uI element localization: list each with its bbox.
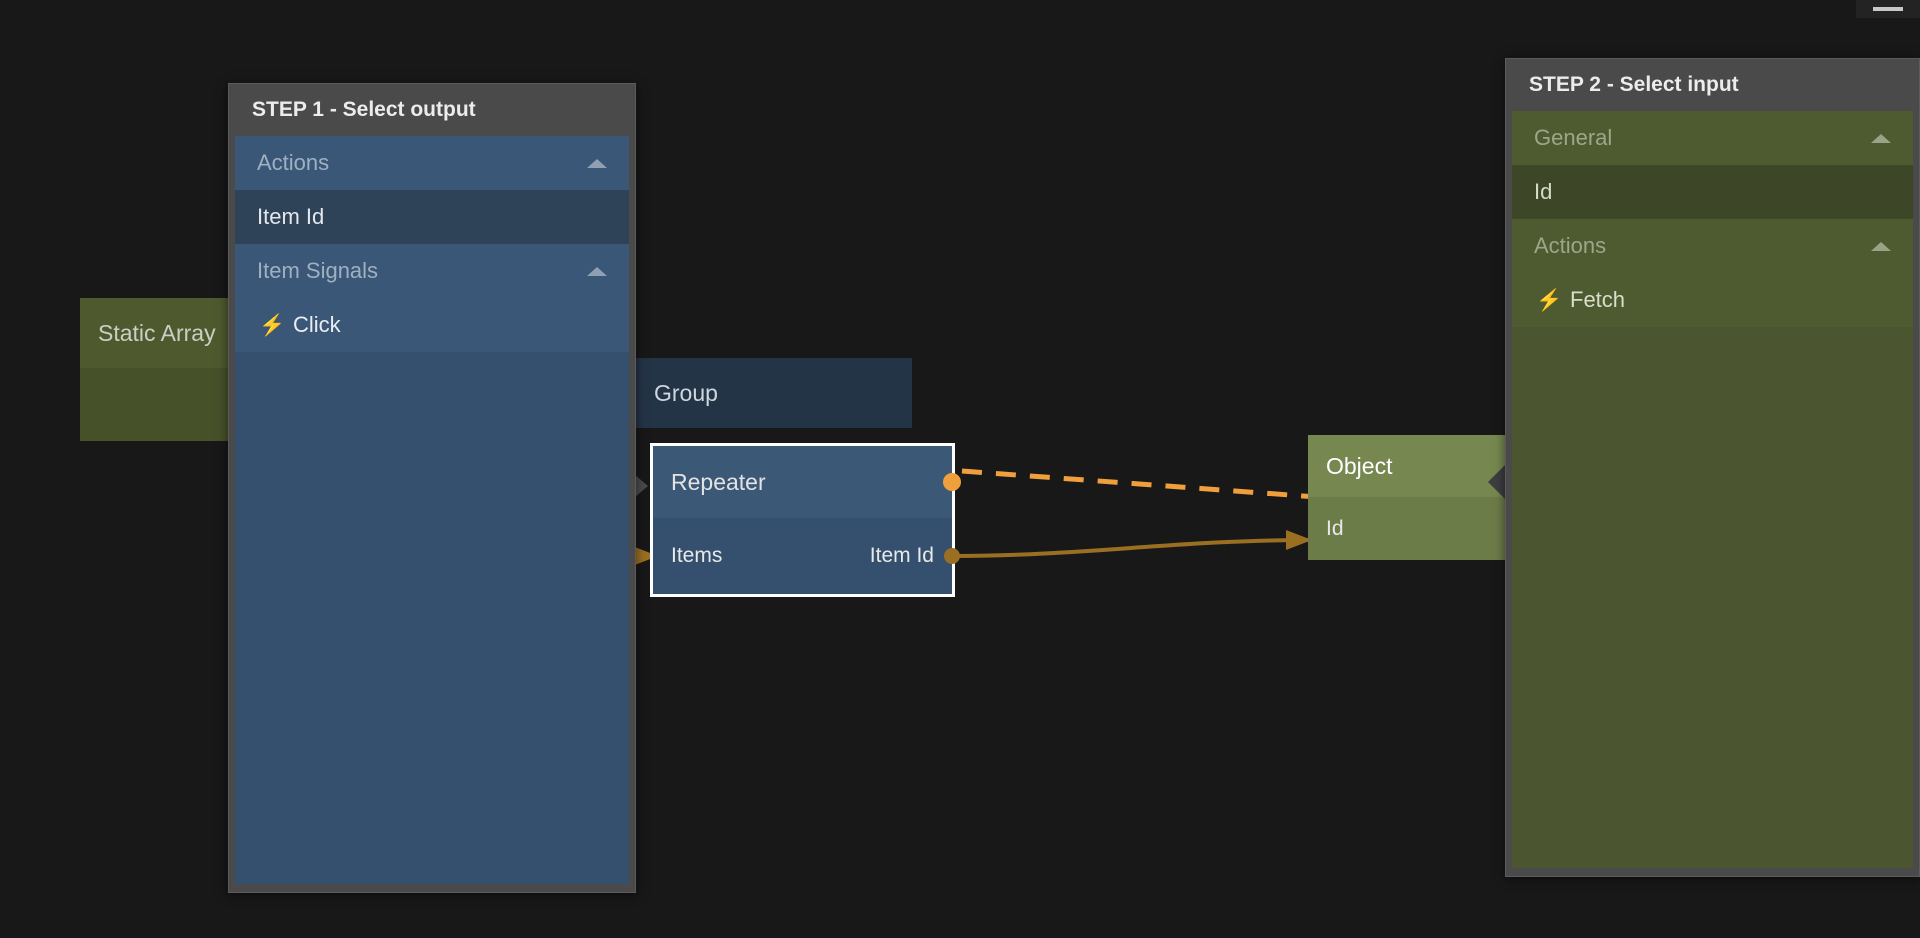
- node-repeater-title: Repeater: [653, 446, 952, 518]
- step1-item-item-id[interactable]: Item Id: [235, 190, 629, 244]
- step2-select-input-panel[interactable]: STEP 2 - Select input General Id Actions…: [1505, 58, 1920, 877]
- step1-list-empty-area: [235, 352, 629, 884]
- step1-item-click[interactable]: ⚡ Click: [235, 298, 629, 352]
- wire-itemid-to-id: [954, 538, 1309, 558]
- lightning-bolt-icon: ⚡: [259, 313, 286, 337]
- step2-item-fetch[interactable]: ⚡ Fetch: [1512, 273, 1913, 327]
- step1-group-item-signals[interactable]: Item Signals: [235, 244, 629, 298]
- step2-input-list[interactable]: General Id Actions ⚡ Fetch: [1512, 111, 1913, 868]
- node-object-output-notch: [1488, 465, 1505, 499]
- port-repeater-itemid-out[interactable]: [944, 548, 960, 564]
- node-object-port-row: Id: [1308, 497, 1505, 560]
- node-repeater-input-label: Items: [671, 544, 723, 567]
- step1-group-actions[interactable]: Actions: [235, 136, 629, 190]
- step2-group-actions-label: Actions: [1534, 233, 1607, 258]
- minimize-bar-icon: [1873, 7, 1903, 11]
- step2-panel-title: STEP 2 - Select input: [1529, 73, 1739, 96]
- step2-list-empty-area: [1512, 327, 1913, 868]
- step1-output-list[interactable]: Actions Item Id Item Signals ⚡ Click: [235, 136, 629, 884]
- node-object-input-label: Id: [1326, 516, 1344, 540]
- step2-group-general[interactable]: General: [1512, 111, 1913, 165]
- step1-panel-title: STEP 1 - Select output: [252, 98, 476, 121]
- chevron-up-icon[interactable]: [1871, 241, 1891, 251]
- step1-group-actions-label: Actions: [257, 150, 330, 175]
- step1-group-item-signals-label: Item Signals: [257, 258, 379, 283]
- step1-item-click-label: Click: [293, 312, 341, 337]
- node-object[interactable]: Object Id: [1308, 435, 1505, 560]
- node-repeater-output-label: Item Id: [869, 544, 934, 567]
- step2-item-fetch-label: Fetch: [1570, 287, 1626, 312]
- step2-item-id-label: Id: [1534, 179, 1553, 204]
- step2-item-id[interactable]: Id: [1512, 165, 1913, 219]
- lightning-bolt-icon: ⚡: [1536, 288, 1563, 312]
- port-repeater-signal-out[interactable]: [943, 473, 961, 491]
- node-group[interactable]: Group: [636, 358, 912, 428]
- step2-group-actions[interactable]: Actions: [1512, 219, 1913, 273]
- node-repeater[interactable]: Repeater Items Item Id: [628, 443, 961, 597]
- chevron-up-icon[interactable]: [587, 266, 607, 276]
- chevron-up-icon[interactable]: [587, 158, 607, 168]
- node-group-title: Group: [636, 358, 912, 428]
- chevron-up-icon[interactable]: [1871, 133, 1891, 143]
- window-minimize-bar[interactable]: [1856, 0, 1920, 18]
- step1-select-output-panel[interactable]: STEP 1 - Select output Actions Item Id I…: [228, 83, 636, 893]
- step2-group-general-label: General: [1534, 125, 1613, 150]
- step1-item-item-id-label: Item Id: [257, 204, 325, 229]
- node-repeater-port-row: Items Item Id: [653, 518, 952, 594]
- node-object-title: Object: [1308, 435, 1505, 497]
